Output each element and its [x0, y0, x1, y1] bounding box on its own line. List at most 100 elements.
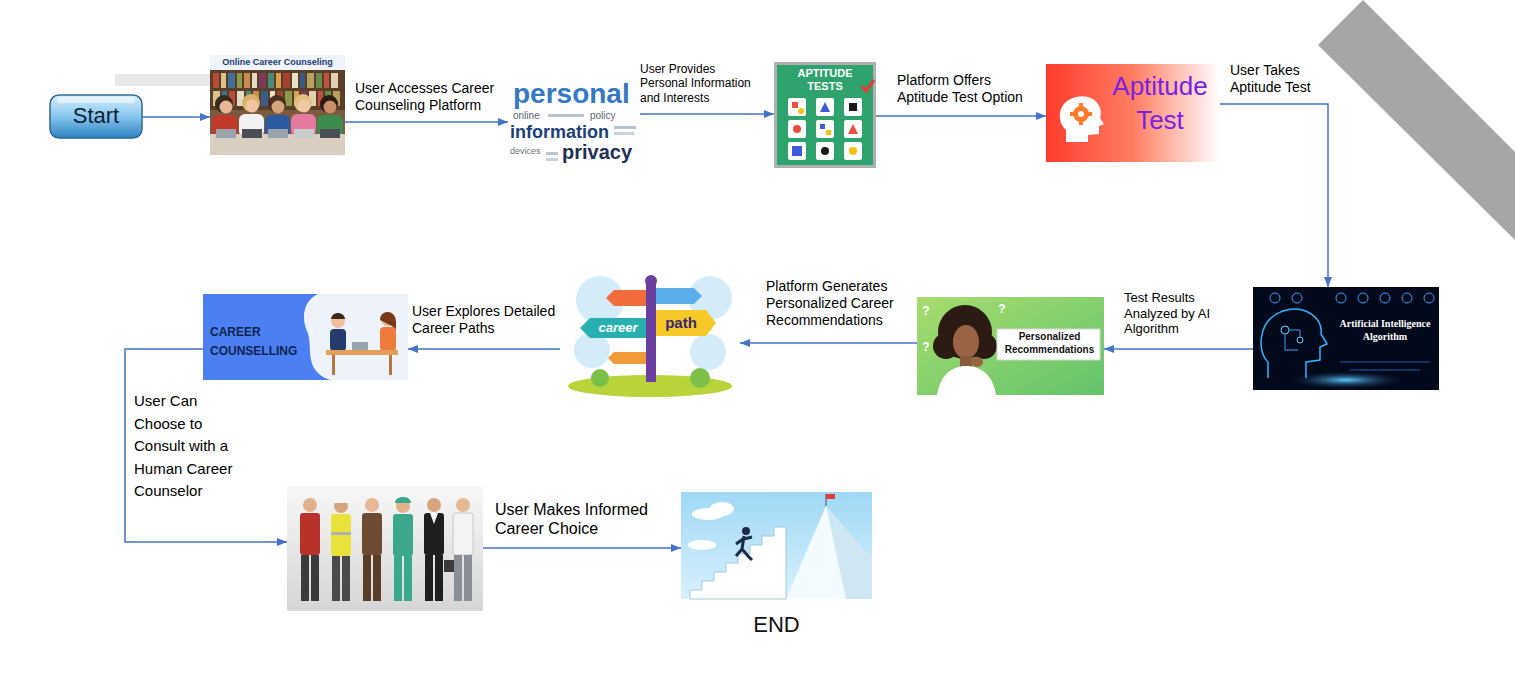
- ai-illustration-part: [1424, 293, 1434, 303]
- node-text: Start: [50, 104, 142, 128]
- signpost-illustration-part: [606, 290, 646, 306]
- mountain-illustration: [681, 492, 872, 599]
- workers-photo-part: [394, 556, 402, 601]
- flow-arrow: [1220, 104, 1328, 287]
- aptitude-test-banner-part: [1070, 112, 1074, 116]
- classroom-photo-part: [324, 101, 337, 114]
- workers-photo-part: [332, 556, 340, 601]
- signpost-illustration-part: [645, 275, 657, 287]
- aptitude-tests-card-part: [792, 146, 802, 156]
- recommendation-photo-part: [917, 297, 1104, 395]
- word-cloud-part: [614, 132, 634, 135]
- aptitude-tests-card-part: [849, 103, 857, 111]
- workers-photo: [287, 486, 483, 611]
- edge-label: Test Results Analyzed by AI Algorithm: [1124, 290, 1228, 337]
- classroom-photo-part: [242, 94, 260, 112]
- workers-photo-part: [430, 513, 438, 524]
- image-step: Aptitude Test: [1046, 64, 1220, 162]
- workers-photo-part: [454, 555, 462, 601]
- signpost-illustration-part: [580, 318, 646, 338]
- workers-photo-part: [301, 555, 309, 601]
- image-step: [287, 486, 483, 611]
- classroom-photo-part: [228, 73, 235, 88]
- start-button-part: [50, 95, 142, 138]
- flow-arrow: [408, 348, 560, 350]
- classroom-photo-part: [292, 73, 298, 88]
- word-cloud-part: [546, 152, 558, 155]
- ai-illustration-part: [1253, 287, 1439, 390]
- workers-photo-part: [331, 514, 351, 556]
- classroom-photo-part: [213, 73, 219, 88]
- ai-illustration-part: [1297, 337, 1303, 343]
- image-step: CAREER COUNSELLING: [203, 294, 408, 380]
- aptitude-tests-card-part: [816, 98, 834, 116]
- classroom-photo-part: [285, 91, 292, 106]
- classroom-photo-part: [276, 73, 281, 88]
- workers-photo-part: [287, 486, 483, 611]
- counselling-banner-part: [352, 342, 368, 350]
- image-step: careerpath: [560, 270, 740, 395]
- aptitude-test-banner-part: [1079, 103, 1083, 107]
- workers-photo-part: [393, 514, 413, 556]
- workers-photo-part: [311, 555, 319, 601]
- signpost-illustration-part: [608, 352, 646, 364]
- classroom-photo-part: [320, 129, 340, 138]
- ai-illustration-part: [1292, 293, 1302, 303]
- workers-photo-part: [435, 555, 443, 601]
- word-cloud-part: [614, 126, 636, 129]
- workers-photo-part: [404, 556, 412, 601]
- node-text: ?: [997, 303, 1007, 316]
- signpost-illustration-part: [560, 270, 740, 395]
- workers-photo-part: [424, 513, 444, 555]
- classroom-photo-part: [320, 95, 338, 113]
- counselling-banner-part: [203, 294, 408, 380]
- workers-photo-part: [456, 498, 470, 512]
- edge-label: Platform Generates Personalized Career R…: [766, 278, 906, 328]
- classroom-photo-part: [215, 95, 233, 113]
- mountain-illustration-part: [736, 536, 752, 560]
- classroom-photo-part: [212, 115, 238, 137]
- ai-illustration-part: [1336, 293, 1346, 303]
- aptitude-tests-card-part: [844, 142, 862, 160]
- classroom-photo-part: [283, 73, 290, 88]
- aptitude-test-banner-part: [1060, 96, 1104, 142]
- counselling-banner-part: [326, 350, 398, 355]
- signpost-illustration-part: [690, 334, 726, 370]
- aptitude-tests-card-part: [816, 142, 834, 160]
- aptitude-tests-card-part: [792, 102, 798, 108]
- ai-illustration-part: [1281, 326, 1289, 334]
- aptitude-tests-card-part: [820, 102, 830, 112]
- ai-illustration-part: [1358, 293, 1368, 303]
- ai-illustration-part: [1285, 330, 1300, 350]
- ai-illustration-part: [1340, 362, 1430, 370]
- workers-photo-part: [395, 497, 411, 503]
- corner-band: [1318, 0, 1515, 240]
- classroom-photo-part: [300, 73, 305, 88]
- counselling-banner-part: [331, 314, 345, 328]
- image-step: personalonlinepolicyinformationdevicespr…: [508, 80, 640, 163]
- start-terminal: Start: [50, 95, 142, 138]
- recommendation-photo: [917, 297, 1104, 395]
- aptitude-test-banner-part: [1079, 121, 1083, 125]
- edge-label: User Takes Aptitude Test: [1230, 62, 1330, 96]
- classroom-photo-part: [261, 91, 268, 106]
- mountain-illustration-part: [690, 527, 786, 599]
- node-text: APTITUDE TESTS: [793, 67, 857, 92]
- workers-photo-part: [300, 513, 320, 555]
- recommendation-photo-part: [953, 325, 979, 359]
- flow-arrow: [345, 121, 508, 123]
- aptitude-test-banner: [1046, 64, 1220, 162]
- classroom-photo-part: [331, 73, 338, 88]
- flow-arrow: [640, 113, 774, 115]
- classroom-photo-part: [291, 114, 316, 137]
- aptitude-tests-card-part: [788, 98, 806, 116]
- node-text: Online Career Counseling: [212, 57, 343, 68]
- flow-arrow: [125, 349, 287, 542]
- classroom-photo-part: [244, 73, 250, 88]
- aptitude-tests-card-part: [848, 124, 858, 134]
- aptitude-tests-card-part: [849, 147, 857, 155]
- word-cloud-part: [546, 158, 558, 161]
- aptitude-tests-card-part: [820, 124, 825, 129]
- classroom-photo-part: [268, 129, 288, 138]
- workers-photo-part: [342, 556, 350, 601]
